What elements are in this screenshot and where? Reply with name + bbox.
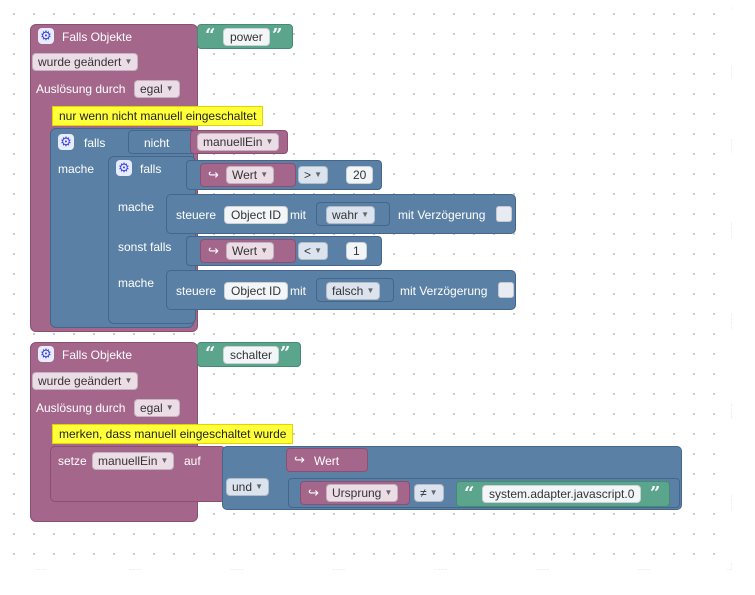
chevron-down-icon: ▼ — [165, 84, 174, 93]
comment-block[interactable]: nur wenn nicht manuell eingeschaltet — [52, 106, 264, 126]
set-variable-block[interactable] — [50, 446, 226, 502]
mit-label-1: mit — [290, 208, 306, 222]
trigger-dropdown[interactable]: wurde geändert▼ — [32, 53, 139, 71]
chevron-down-icon: ▼ — [124, 376, 133, 385]
ausloesung-dropdown[interactable]: egal▼ — [134, 80, 180, 98]
comment-block-2[interactable]: merken, dass manuell eingeschaltet wurde — [52, 424, 294, 444]
gear-icon[interactable]: ⚙ — [58, 134, 74, 150]
then-label-2: mache — [118, 276, 155, 290]
gear-icon[interactable]: ⚙ — [116, 160, 132, 176]
chevron-down-icon: ▼ — [124, 57, 133, 66]
number-field-1[interactable]: 20 — [346, 166, 374, 184]
value-dropdown-2[interactable]: Wert▼ — [226, 242, 275, 260]
auf-label: auf — [184, 454, 201, 468]
delay-label-2: mit Verzögerung — [400, 284, 488, 298]
quote-open-icon: “ — [464, 483, 475, 504]
bool-dropdown-2[interactable]: falsch▼ — [326, 282, 381, 300]
chevron-down-icon: ▼ — [361, 210, 370, 219]
operator-dropdown-1[interactable]: >▼ — [298, 166, 329, 184]
chevron-down-icon: ▼ — [384, 488, 393, 497]
chevron-down-icon: ▼ — [366, 286, 375, 295]
return-arrow-icon: ↪ — [208, 167, 219, 182]
number-field-2[interactable]: 1 — [346, 242, 367, 260]
delay-label-1: mit Verzögerung — [398, 208, 486, 222]
bool-dropdown-1[interactable]: wahr▼ — [326, 206, 376, 224]
event-header: Falls Objekte — [62, 30, 133, 44]
quote-close-icon: ” — [280, 343, 291, 364]
not-label: nicht — [144, 136, 170, 150]
event-header-2: Falls Objekte — [62, 348, 133, 362]
elseif-label: sonst falls — [118, 240, 172, 254]
logic-operator-dropdown[interactable]: und▼ — [226, 478, 270, 496]
source-field[interactable]: system.adapter.javascript.0 — [482, 485, 642, 503]
action-label-1: steuere — [176, 208, 217, 222]
chevron-down-icon: ▼ — [160, 456, 169, 465]
operator-dropdown-3[interactable]: ≠▼ — [414, 484, 444, 502]
object-id-field[interactable]: power — [223, 28, 270, 46]
value-block-3[interactable] — [286, 448, 368, 472]
delay-checkbox-2[interactable] — [498, 282, 514, 298]
then-label-1: mache — [118, 200, 155, 214]
set-variable-dropdown[interactable]: manuellEin▼ — [92, 452, 175, 470]
object-id-field-2[interactable]: schalter — [223, 346, 280, 364]
if-label: falls — [84, 136, 106, 150]
mit-label-2: mit — [290, 284, 306, 298]
object-id-picker-2[interactable]: Object ID — [224, 282, 289, 300]
trigger-dropdown-2[interactable]: wurde geändert▼ — [32, 372, 139, 390]
quote-close-icon: ” — [272, 25, 283, 46]
quote-open-icon: “ — [205, 25, 216, 46]
return-arrow-icon: ↪ — [294, 452, 305, 467]
chevron-down-icon: ▼ — [260, 246, 269, 255]
variable-dropdown[interactable]: manuellEin▼ — [197, 133, 280, 151]
ausloesung-label-2: Auslösung durch — [36, 401, 126, 415]
quote-close-icon: ” — [650, 483, 661, 504]
action-label-2: steuere — [176, 284, 217, 298]
quote-open-icon: “ — [205, 343, 216, 364]
chevron-down-icon: ▼ — [314, 170, 323, 179]
ausloesung-dropdown-2[interactable]: egal▼ — [134, 399, 180, 417]
set-label: setze — [58, 454, 87, 468]
chevron-down-icon: ▼ — [260, 170, 269, 179]
gear-icon[interactable]: ⚙ — [38, 346, 54, 362]
chevron-down-icon: ▼ — [255, 482, 264, 491]
delay-checkbox-1[interactable] — [496, 206, 512, 222]
ursprung-dropdown[interactable]: Ursprung▼ — [326, 484, 399, 502]
chevron-down-icon: ▼ — [314, 246, 323, 255]
object-id-picker-1[interactable]: Object ID — [224, 206, 289, 224]
operator-dropdown-2[interactable]: <▼ — [298, 242, 329, 260]
inner-if-label: falls — [140, 162, 162, 176]
chevron-down-icon: ▼ — [429, 488, 438, 497]
mache-label: mache — [58, 162, 95, 176]
ausloesung-label: Auslösung durch — [36, 82, 126, 96]
value-label-3: Wert — [314, 454, 340, 468]
value-dropdown-1[interactable]: Wert▼ — [226, 166, 275, 184]
chevron-down-icon: ▼ — [165, 403, 174, 412]
gear-icon[interactable]: ⚙ — [38, 28, 54, 44]
blockly-workspace[interactable]: ⚙ Falls Objekte “ power ” wurde geändert… — [4, 4, 732, 570]
chevron-down-icon: ▼ — [265, 137, 274, 146]
return-arrow-icon: ↪ — [208, 243, 219, 258]
return-arrow-icon: ↪ — [308, 485, 319, 500]
